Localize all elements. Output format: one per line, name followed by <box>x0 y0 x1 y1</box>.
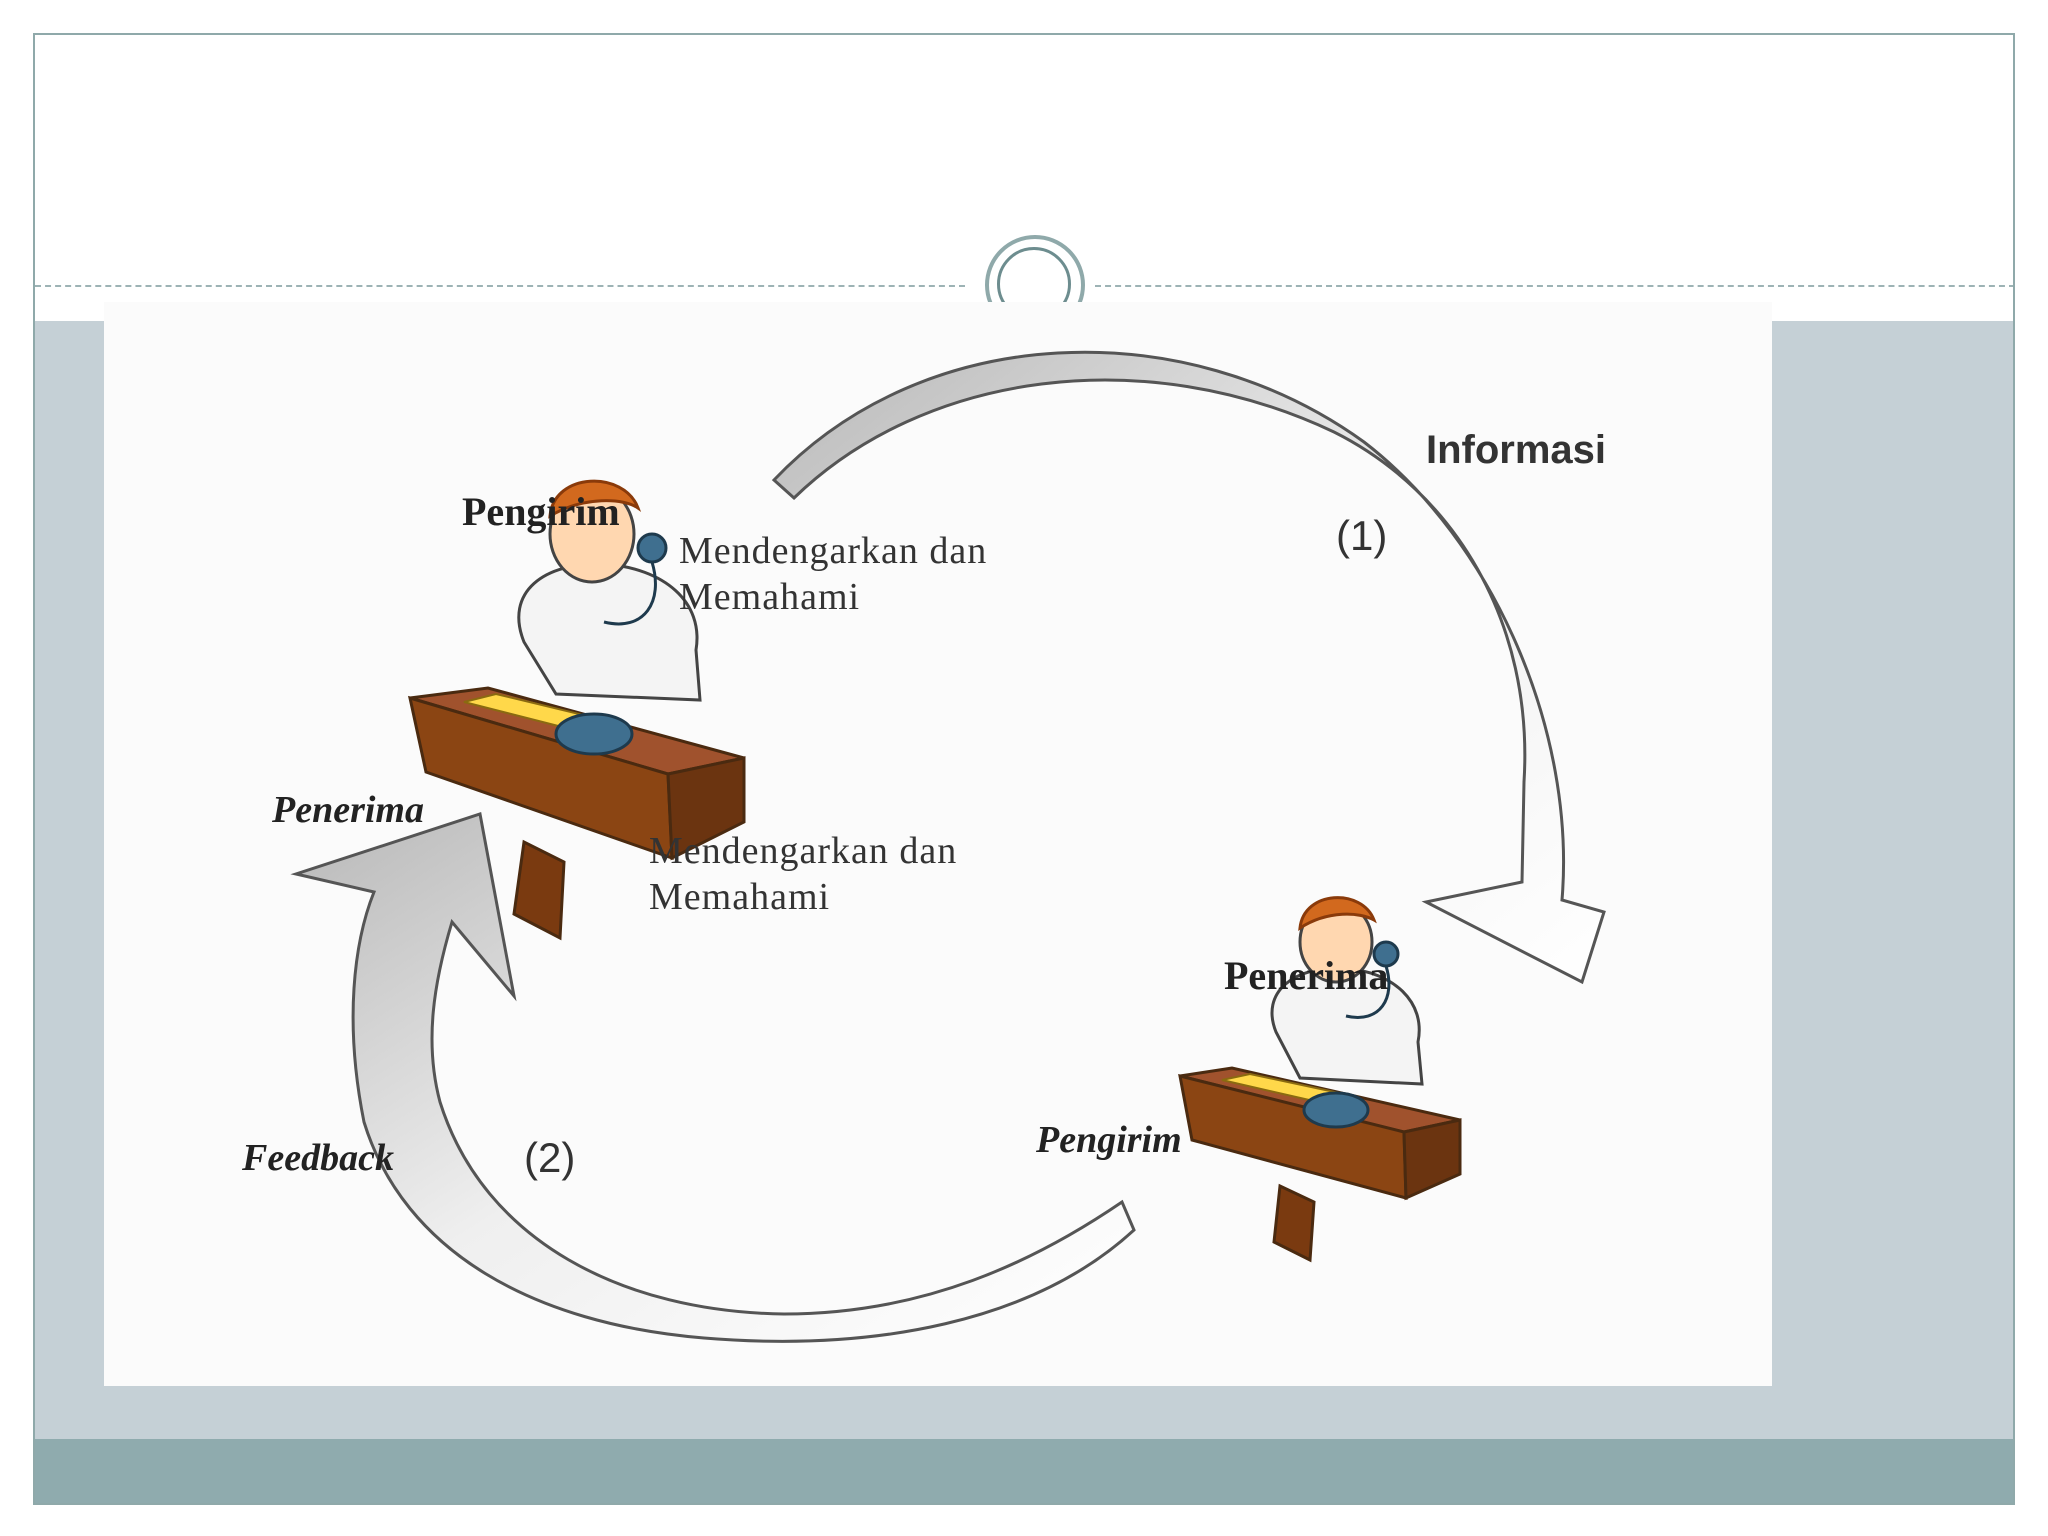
feedback-arrow <box>290 812 1136 1343</box>
description-middle: Mendengarkan dan Memahami <box>649 828 957 920</box>
footer-band <box>35 1439 2013 1503</box>
label-sender-bottom: Pengirim <box>1036 1119 1182 1161</box>
receiver-person-illustration <box>1178 896 1462 1263</box>
information-arrow <box>771 350 1606 985</box>
label-step-1: (1) <box>1336 512 1388 559</box>
label-feedback: Feedback <box>242 1137 394 1179</box>
label-receiver-bottom: Penerima <box>1224 953 1389 998</box>
cycle-arrows <box>290 350 1606 1343</box>
sender-person-illustration <box>407 479 746 941</box>
description-top-line1: Mendengarkan dan <box>679 530 988 572</box>
communication-cycle-figure: Informasi (1) Pengirim Penerima Mendenga… <box>104 302 1772 1386</box>
description-middle-line2: Memahami <box>649 876 831 918</box>
description-top: Mendengarkan dan Memahami <box>679 528 987 620</box>
label-sender-top: Pengirim <box>462 489 620 534</box>
description-middle-line1: Mendengarkan dan <box>649 830 958 872</box>
divider-line-right <box>1095 285 2013 287</box>
label-informasi: Informasi <box>1426 428 1607 472</box>
label-receiver-top: Penerima <box>272 789 424 831</box>
label-step-2: (2) <box>524 1134 576 1181</box>
description-top-line2: Memahami <box>679 576 861 618</box>
divider-line-left <box>35 285 965 287</box>
